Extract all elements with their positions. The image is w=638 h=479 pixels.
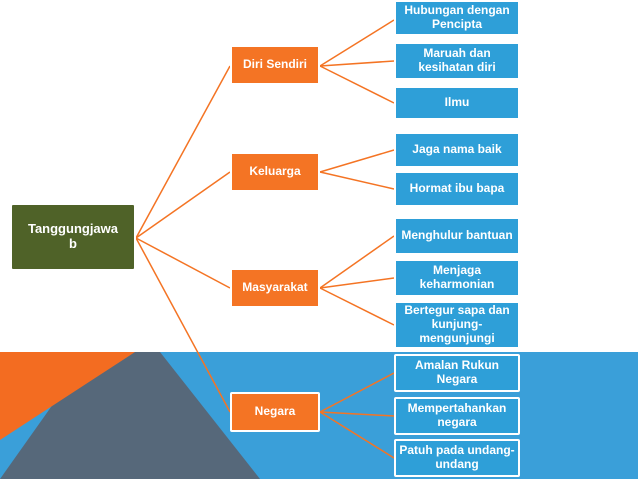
item-amalan-rukun-negara: Amalan Rukun Negara xyxy=(394,354,520,392)
item-menjaga-keharmonian: Menjaga keharmonian xyxy=(394,259,520,297)
category-masyarakat: Masyarakat xyxy=(230,268,320,308)
category-diri-sendiri: Diri Sendiri xyxy=(230,45,320,85)
item-bertegur-sapa: Bertegur sapa dan kunjung-mengunjungi xyxy=(394,301,520,349)
item-hormat-ibu-bapa: Hormat ibu bapa xyxy=(394,171,520,207)
category-keluarga: Keluarga xyxy=(230,152,320,192)
item-ilmu: Ilmu xyxy=(394,86,520,120)
item-maruah-dan-kesihatan-diri: Maruah dan kesihatan diri xyxy=(394,42,520,80)
root-node: Tanggungjawa b xyxy=(10,203,136,271)
corner-grey-shape xyxy=(0,352,260,479)
item-menghulur-bantuan: Menghulur bantuan xyxy=(394,217,520,255)
item-jaga-nama-baik: Jaga nama baik xyxy=(394,132,520,168)
item-hubungan-dengan-pencipta: Hubungan dengan Pencipta xyxy=(394,0,520,36)
item-patuh-pada-undang-undang: Patuh pada undang-undang xyxy=(394,439,520,477)
corner-orange-shape xyxy=(0,352,135,440)
category-negara: Negara xyxy=(230,392,320,432)
item-mempertahankan-negara: Mempertahankan negara xyxy=(394,397,520,435)
